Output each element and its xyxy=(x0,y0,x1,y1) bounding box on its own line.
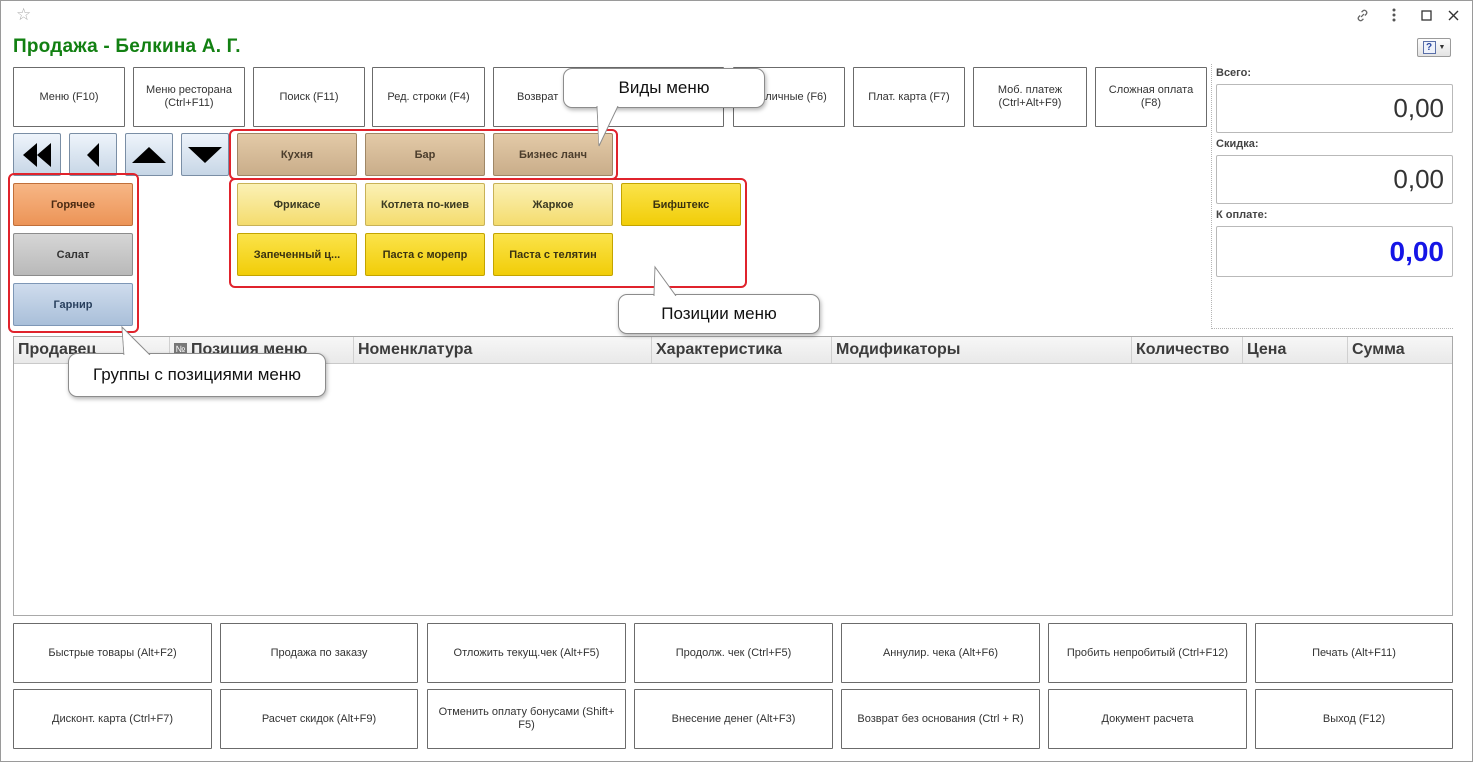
menu-item-fricassee[interactable]: Фрикасе xyxy=(237,183,357,226)
double-left-arrow-icon xyxy=(23,142,51,167)
group-hot[interactable]: Горячее xyxy=(13,183,133,226)
callout-menu-kinds-tail xyxy=(596,106,619,147)
group-side[interactable]: Гарнир xyxy=(13,283,133,326)
callout-groups-tail xyxy=(121,325,151,355)
scroll-up-button[interactable] xyxy=(125,133,173,176)
col-nomenclature[interactable]: Номенклатура xyxy=(354,337,652,363)
down-arrow-icon xyxy=(188,146,222,163)
settlement-document-button[interactable]: Документ расчета xyxy=(1048,689,1247,749)
cancel-receipt-button[interactable]: Аннулир. чека (Alt+F6) xyxy=(841,623,1040,683)
number-icon: № xyxy=(174,343,187,356)
menu-kind-business-lunch[interactable]: Бизнес ланч xyxy=(493,133,613,176)
total-label: Всего: xyxy=(1216,67,1251,79)
menu-kind-bar[interactable]: Бар xyxy=(365,133,485,176)
page-title: Продажа - Белкина А. Г. xyxy=(13,36,241,57)
quick-goods-button[interactable]: Быстрые товары (Alt+F2) xyxy=(13,623,212,683)
close-icon[interactable] xyxy=(1443,5,1463,25)
col-quantity[interactable]: Количество xyxy=(1132,337,1243,363)
help-icon: ? xyxy=(1422,41,1436,54)
calc-discounts-button[interactable]: Расчет скидок (Alt+F9) xyxy=(220,689,418,749)
discount-card-button[interactable]: Дисконт. карта (Ctrl+F7) xyxy=(13,689,212,749)
mobile-payment-button[interactable]: Моб. платеж (Ctrl+Alt+F9) xyxy=(973,67,1087,127)
menu-kind-kitchen[interactable]: Кухня xyxy=(237,133,357,176)
up-arrow-icon xyxy=(132,146,166,163)
col-sum[interactable]: Сумма xyxy=(1352,341,1405,358)
previous-button[interactable] xyxy=(69,133,117,176)
return-no-basis-button[interactable]: Возврат без основания (Ctrl + R) xyxy=(841,689,1040,749)
to-pay-field: 0,00 xyxy=(1216,226,1453,277)
menu-item-roast[interactable]: Жаркое xyxy=(493,183,613,226)
total-field: 0,00 xyxy=(1216,84,1453,133)
more-icon[interactable] xyxy=(1384,5,1404,25)
totals-separator xyxy=(1211,64,1212,329)
scroll-down-button[interactable] xyxy=(181,133,229,176)
card-payment-button[interactable]: Плат. карта (F7) xyxy=(853,67,965,127)
menu-item-baked[interactable]: Запеченный ц... xyxy=(237,233,357,276)
menu-button[interactable]: Меню (F10) xyxy=(13,67,125,127)
star-icon[interactable]: ☆ xyxy=(16,5,32,24)
menu-item-kiev-cutlet[interactable]: Котлета по-киев xyxy=(365,183,485,226)
menu-item-veal-pasta[interactable]: Паста с телятин xyxy=(493,233,613,276)
discount-field: 0,00 xyxy=(1216,155,1453,204)
cash-deposit-button[interactable]: Внесение денег (Alt+F3) xyxy=(634,689,833,749)
callout-groups: Группы с позициями меню xyxy=(68,353,326,397)
menu-kinds-highlight xyxy=(229,129,618,180)
help-button[interactable]: ? ▼ xyxy=(1417,38,1451,57)
maximize-icon[interactable] xyxy=(1416,5,1436,25)
exit-button[interactable]: Выход (F12) xyxy=(1255,689,1453,749)
groups-highlight xyxy=(8,173,139,333)
chevron-down-icon: ▼ xyxy=(1438,44,1446,51)
complex-payment-button[interactable]: Сложная оплата (F8) xyxy=(1095,67,1207,127)
cancel-bonus-payment-button[interactable]: Отменить оплату бонусами (Shift+ F5) xyxy=(427,689,626,749)
totals-separator-bottom xyxy=(1211,328,1453,329)
callout-menu-kinds: Виды меню xyxy=(563,68,765,108)
to-pay-label: К оплате: xyxy=(1216,209,1268,221)
col-characteristic[interactable]: Характеристика xyxy=(652,337,832,363)
menu-item-beefsteak[interactable]: Бифштекс xyxy=(621,183,741,226)
print-button[interactable]: Печать (Alt+F11) xyxy=(1255,623,1453,683)
postpone-receipt-button[interactable]: Отложить текущ.чек (Alt+F5) xyxy=(427,623,626,683)
callout-menu-items-tail xyxy=(653,265,677,296)
link-icon[interactable] xyxy=(1352,5,1372,25)
restaurant-menu-button[interactable]: Меню ресторана (Ctrl+F11) xyxy=(133,67,245,127)
punch-unpunched-button[interactable]: Пробить непробитый (Ctrl+F12) xyxy=(1048,623,1247,683)
col-price[interactable]: Цена xyxy=(1243,337,1348,363)
group-salad[interactable]: Салат xyxy=(13,233,133,276)
order-sale-button[interactable]: Продажа по заказу xyxy=(220,623,418,683)
first-page-button[interactable] xyxy=(13,133,61,176)
col-modifiers[interactable]: Модификаторы xyxy=(832,337,1132,363)
continue-receipt-button[interactable]: Продолж. чек (Ctrl+F5) xyxy=(634,623,833,683)
left-arrow-icon xyxy=(87,142,99,167)
search-button[interactable]: Поиск (F11) xyxy=(253,67,365,127)
menu-items-highlight xyxy=(229,178,747,288)
callout-menu-items: Позиции меню xyxy=(618,294,820,334)
edit-line-button[interactable]: Ред. строки (F4) xyxy=(372,67,485,127)
discount-label: Скидка: xyxy=(1216,138,1259,150)
menu-item-seafood-pasta[interactable]: Паста с морепр xyxy=(365,233,485,276)
